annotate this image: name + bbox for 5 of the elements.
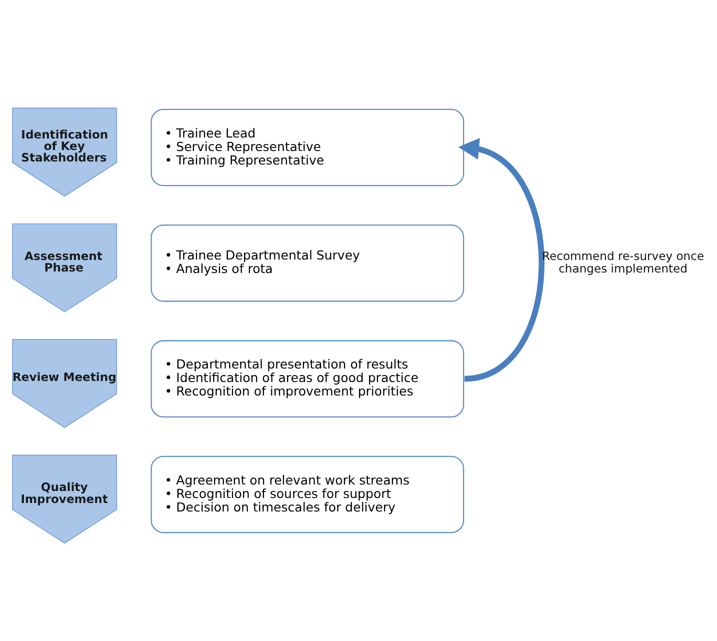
node-box: • Trainee Departmental Survey • Analysis of rota [150,224,464,302]
node-box: • Departmental presentation of results • Identification of areas of good practice • Recognition of improvement priorities [150,340,464,417]
arrow [458,138,544,382]
node-box: • Trainee Lead • Service Representative • Training Representative [150,108,464,186]
node-box: • Agreement on relevant work streams • Recognition of sources for support • Decision on timescales for delivery [150,455,464,533]
